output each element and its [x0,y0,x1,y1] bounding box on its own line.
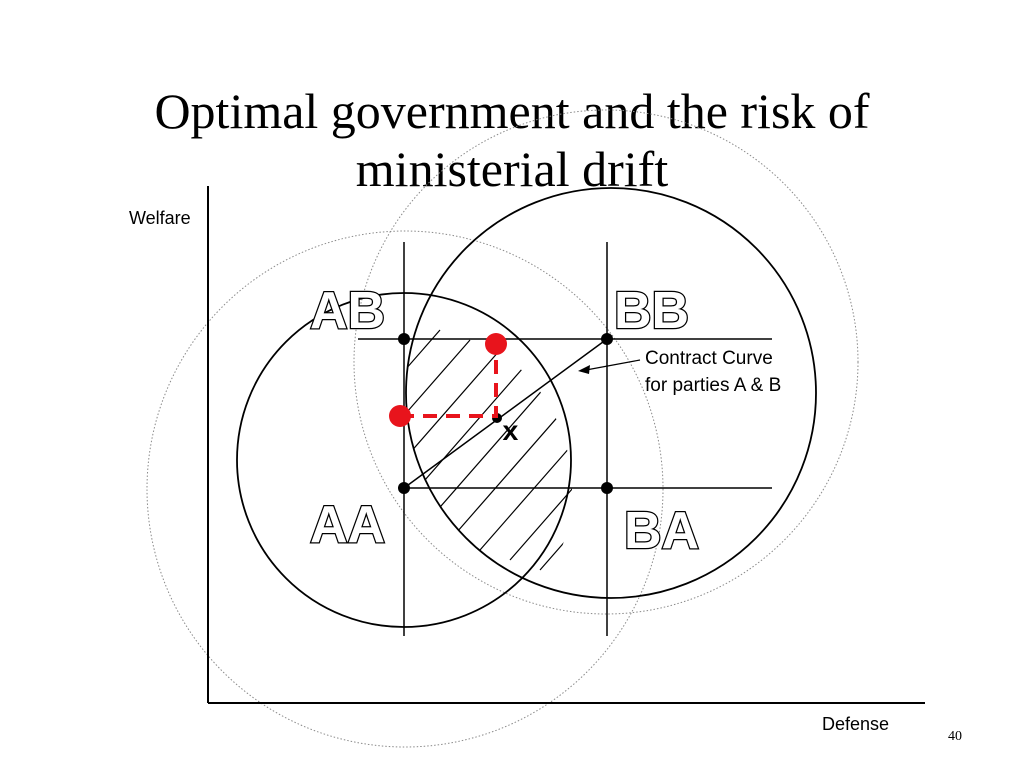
contract-curve [403,338,608,489]
contract-curve-label-2: for parties A & B [645,375,781,396]
indifference-circle-b [405,187,817,599]
label-ab: AB [310,282,385,340]
drift-marker-top [485,333,507,355]
drift-path [400,346,498,418]
label-x: x [502,418,519,449]
label-ba: BA [624,502,699,560]
slide-title: Optimal government and the risk of minis… [60,82,964,198]
x-axis-label: Defense [822,714,889,734]
title-line-1: Optimal government and the risk of [154,83,870,139]
point-ba-dot [601,482,613,494]
drift-marker-left [389,405,411,427]
label-bb: BB [614,282,689,340]
indifference-circle-a [236,292,572,628]
point-ab-dot [398,333,410,345]
page-number: 40 [948,729,962,744]
annotation-arrow [585,359,641,371]
contract-curve-label-1: Contract Curve [645,348,773,369]
point-bb-dot [601,333,613,345]
y-axis-label: Welfare [129,208,191,228]
arrow-head-icon [578,365,590,374]
label-aa: AA [310,496,385,554]
dotted-circle-right [353,109,859,615]
dotted-circle-left [146,230,664,748]
point-aa-dot [398,482,410,494]
